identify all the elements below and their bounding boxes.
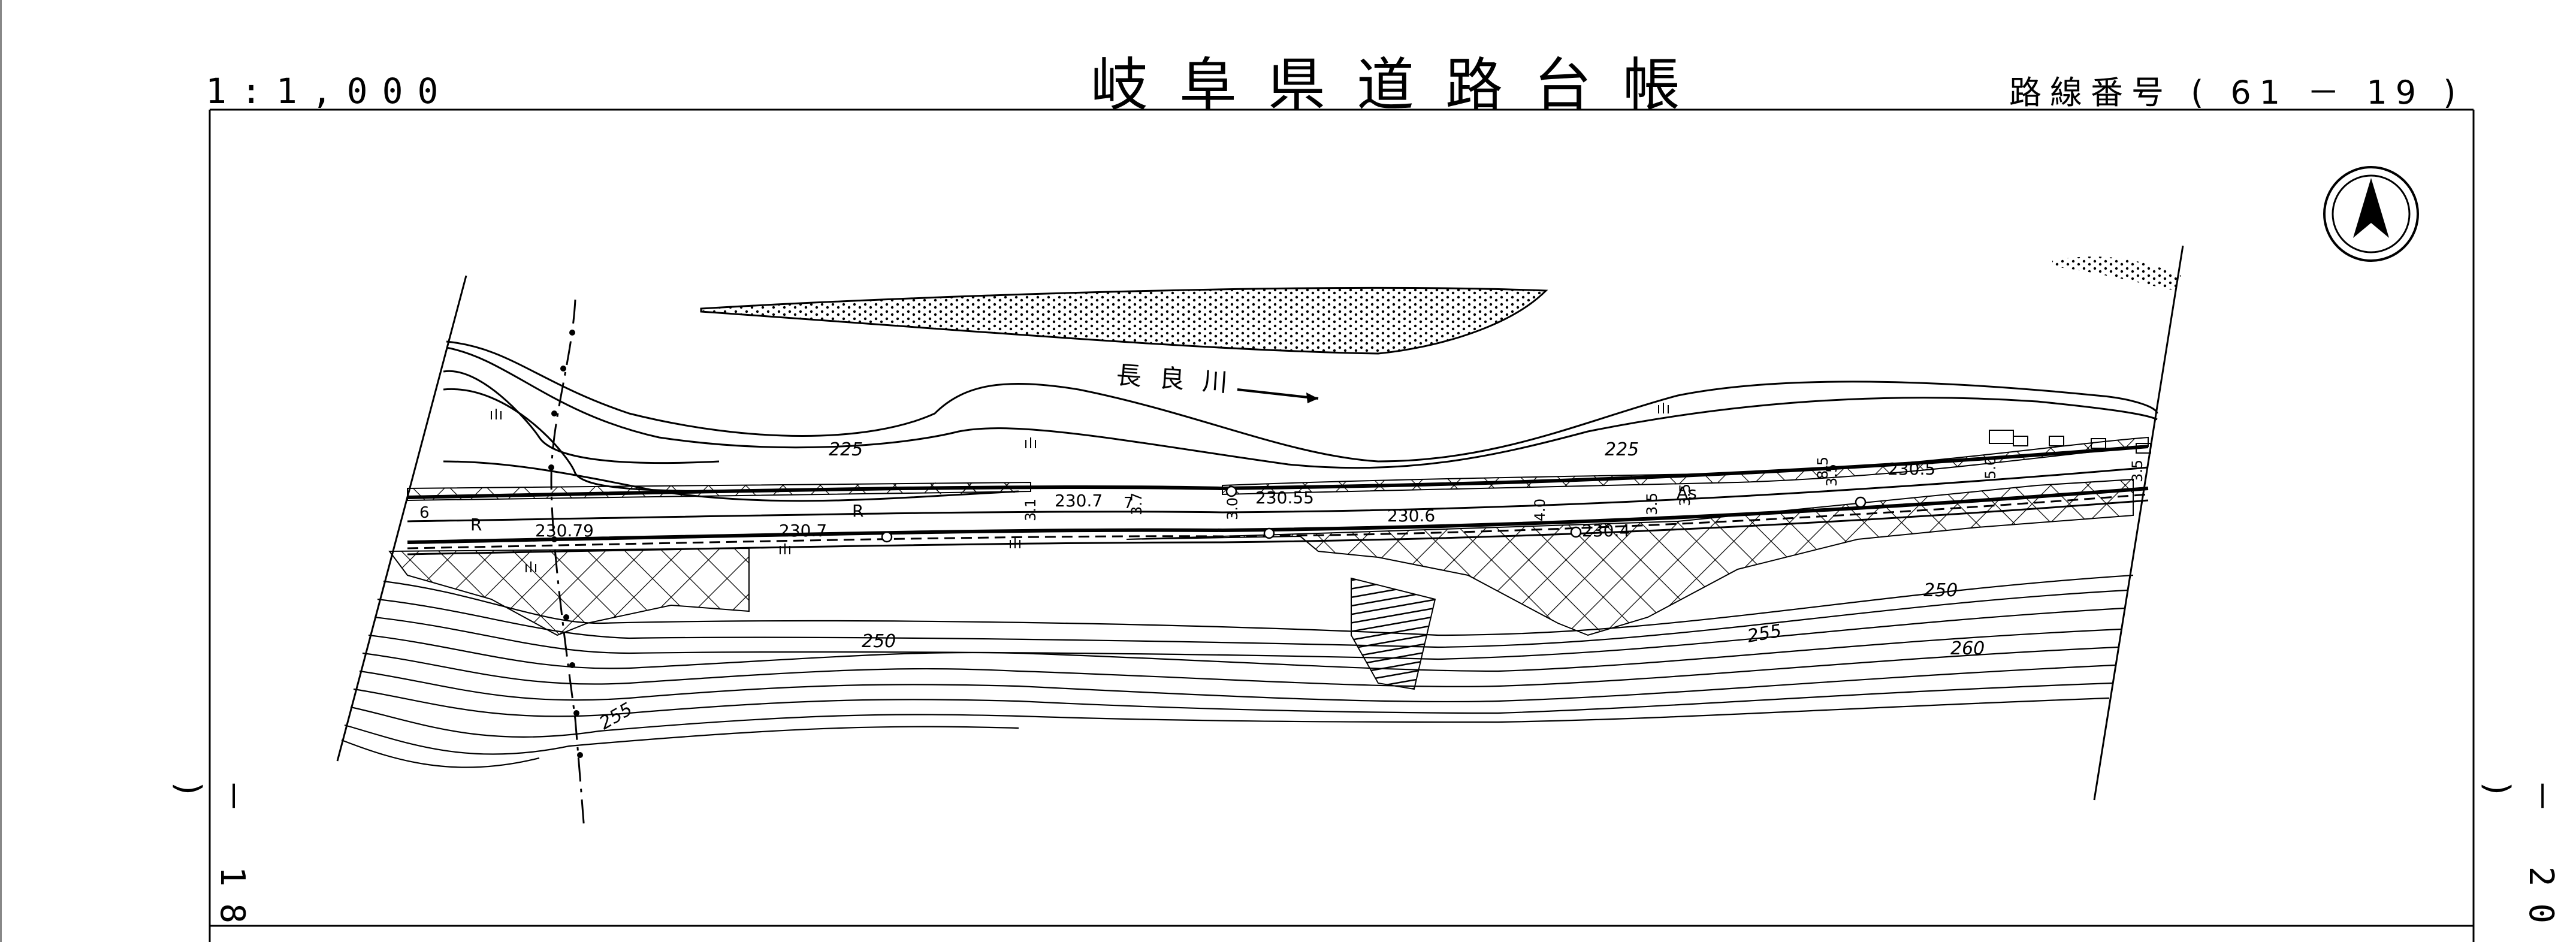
elevation-label: 230.55 (1255, 488, 1314, 508)
contour-label: 255 (1745, 620, 1783, 647)
width-label: 3.5 (1823, 464, 1840, 487)
width-label: 4.0 (1532, 499, 1548, 521)
contour-label: 260 (1950, 638, 1985, 659)
width-label: 3.5 (1677, 484, 1693, 506)
surface-code: As (1677, 483, 1697, 503)
misc-mark: 7 (1124, 494, 1134, 512)
width-label: 5.0 (1982, 457, 1999, 479)
vegetation-symbols (491, 403, 1669, 572)
elevation-label: 230.7 (779, 521, 827, 541)
contour-lines (341, 574, 2134, 768)
elevation-label: 230.6 (1387, 506, 1435, 526)
survey-boundary (336, 245, 2184, 801)
width-label: 3.5 (1644, 493, 1660, 515)
width-label: 3.7 (1128, 493, 1145, 515)
survey-markers (881, 485, 1867, 543)
adjacent-sheet-left: － 18 ) (169, 779, 252, 941)
contour-label: 225 (1605, 439, 1639, 460)
width-label: 3.1 (1022, 499, 1039, 521)
map-labels: 長良川 225 225 250 250 255 255 260 230.79 2… (419, 360, 2146, 734)
scale-label: 1:1,000 (206, 71, 453, 111)
surface-code: R (852, 501, 863, 521)
width-label: 8.5 (1814, 457, 1831, 479)
width-label: 3.0 (1224, 497, 1241, 520)
elevation-label: 230.79 (535, 521, 594, 541)
adjacent-sheet-right: － 20 ) (2478, 779, 2560, 941)
width-label: 3.5 (2129, 460, 2146, 482)
page-edge (0, 0, 2, 942)
contour-label: 225 (829, 439, 863, 460)
contour-label: 250 (1923, 580, 1958, 601)
station-line (548, 299, 585, 831)
route-number: 路線番号 ( 61 － 19 ) (2009, 74, 2465, 111)
surface-code: R (470, 515, 482, 535)
river-name: 長良川 (1115, 360, 1246, 398)
elevation-label: 230.4 (1582, 521, 1630, 541)
contour-label: 250 (862, 631, 896, 652)
map-frame (209, 108, 2475, 942)
elevation-label: 230.5 (1888, 459, 1935, 479)
misc-mark: 6 (419, 504, 430, 522)
structures (1989, 430, 2151, 454)
elevation-label: 230.7 (1055, 491, 1103, 511)
document-title: 岐阜県道路台帳 (1091, 52, 1711, 119)
embankment-hatch (388, 478, 2134, 636)
north-arrow-icon (2323, 166, 2419, 262)
sand-bar (700, 256, 2181, 355)
